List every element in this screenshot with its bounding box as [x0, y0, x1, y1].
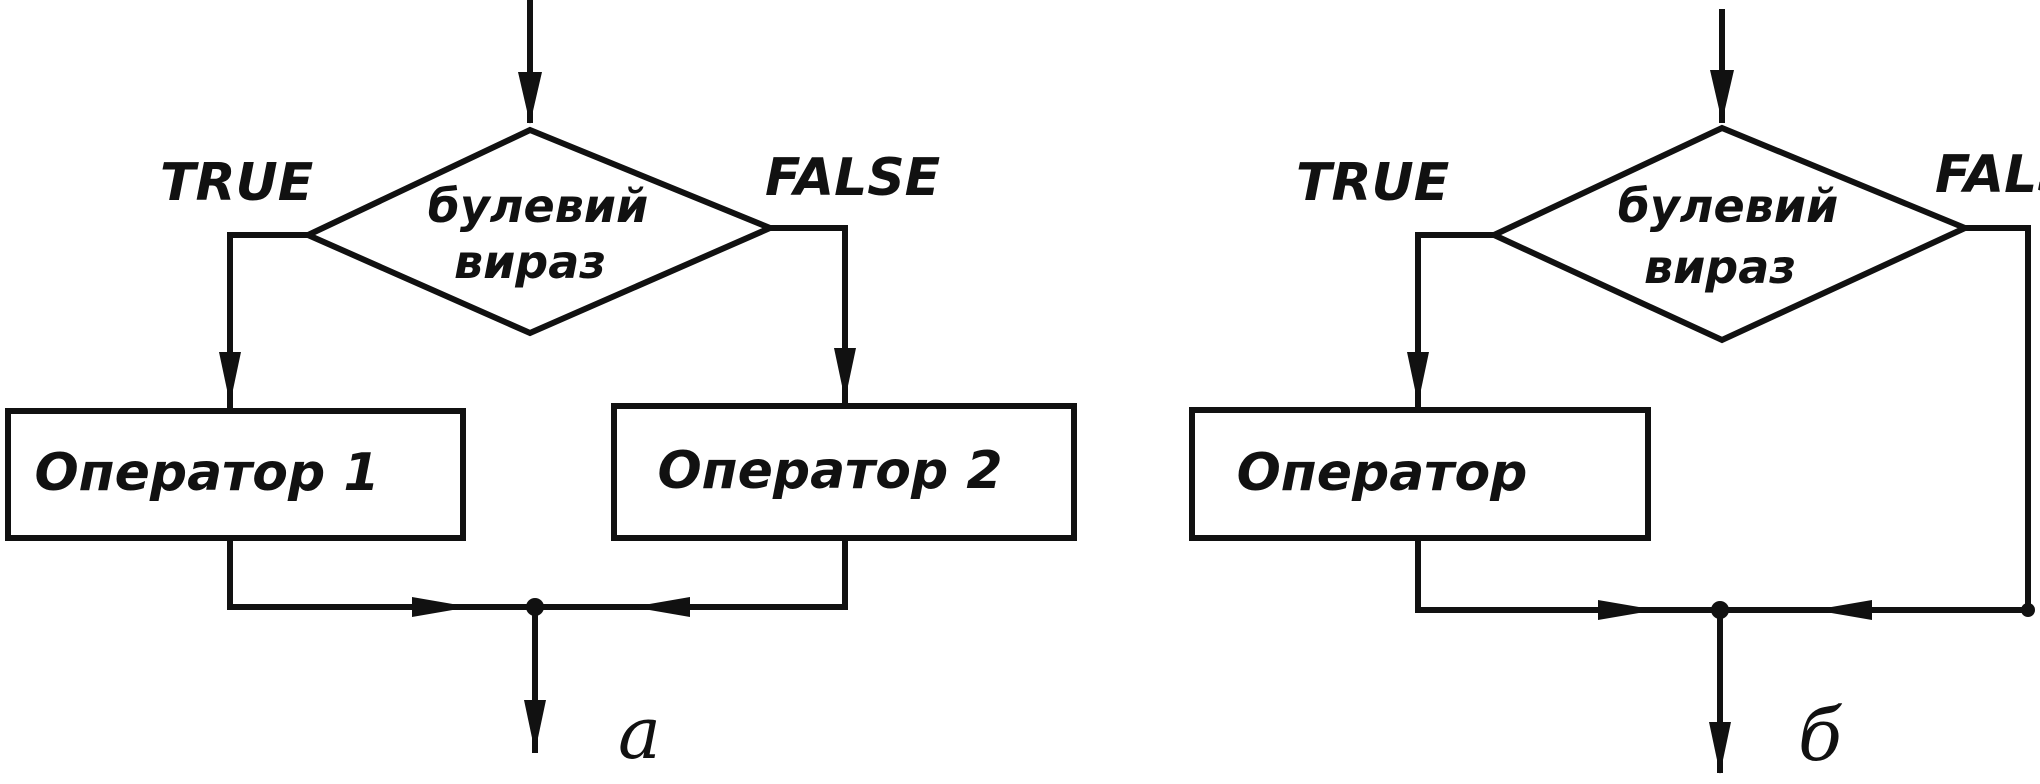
operator1-label-a: Оператор 1: [34, 443, 379, 503]
exit-arrow-b: [1709, 722, 1731, 774]
diagram-b: булевий вираз TRUE FALS Оператор б: [1189, 9, 2040, 777]
false-label-a: FALSE: [765, 148, 940, 208]
merge-arrow-right-a: [632, 597, 690, 617]
false-bypass-line-b: [1962, 225, 2031, 613]
operator-label-b: Оператор: [1237, 443, 1528, 503]
merge-arrow-right-b: [1814, 600, 1872, 620]
entry-arrow-a: [518, 72, 542, 124]
false-branch-arrow-a: [834, 348, 856, 400]
merge-arrow-left-b: [1598, 600, 1656, 620]
diagram-a: булевий вираз TRUE FALSE Оператор 1 Опер…: [5, 0, 1077, 775]
true-branch-arrow-a: [219, 352, 241, 404]
true-branch-line-a: [227, 232, 311, 411]
true-branch-arrow-b: [1407, 352, 1429, 404]
exit-arrow-a: [524, 700, 546, 752]
condition-line1-b: булевий: [1618, 179, 1839, 233]
caption-a: а: [618, 691, 661, 775]
operator1-box-a: [5, 408, 466, 541]
merge-line-a: [227, 535, 848, 610]
entry-arrow-b: [1710, 70, 1734, 122]
true-label-b: TRUE: [1296, 153, 1449, 213]
false-label-b: FALS: [1935, 145, 2040, 205]
true-branch-line-b: [1415, 232, 1497, 411]
decision-diamond-b: [1486, 124, 1973, 344]
operator2-box-a: [611, 403, 1077, 541]
merge-arrow-left-a: [412, 597, 470, 617]
merge-line-b: [1415, 535, 2031, 613]
operator-box-b: [1189, 407, 1651, 541]
condition-line2-a: вираз: [454, 235, 606, 289]
condition-line2-b: вираз: [1644, 240, 1796, 294]
decision-diamond-a: [300, 126, 778, 337]
caption-b: б: [1798, 693, 1843, 777]
operator2-label-a: Оператор 2: [657, 441, 1002, 501]
false-branch-line-a: [767, 225, 848, 408]
true-label-a: TRUE: [160, 153, 313, 213]
condition-line1-a: булевий: [428, 179, 649, 233]
